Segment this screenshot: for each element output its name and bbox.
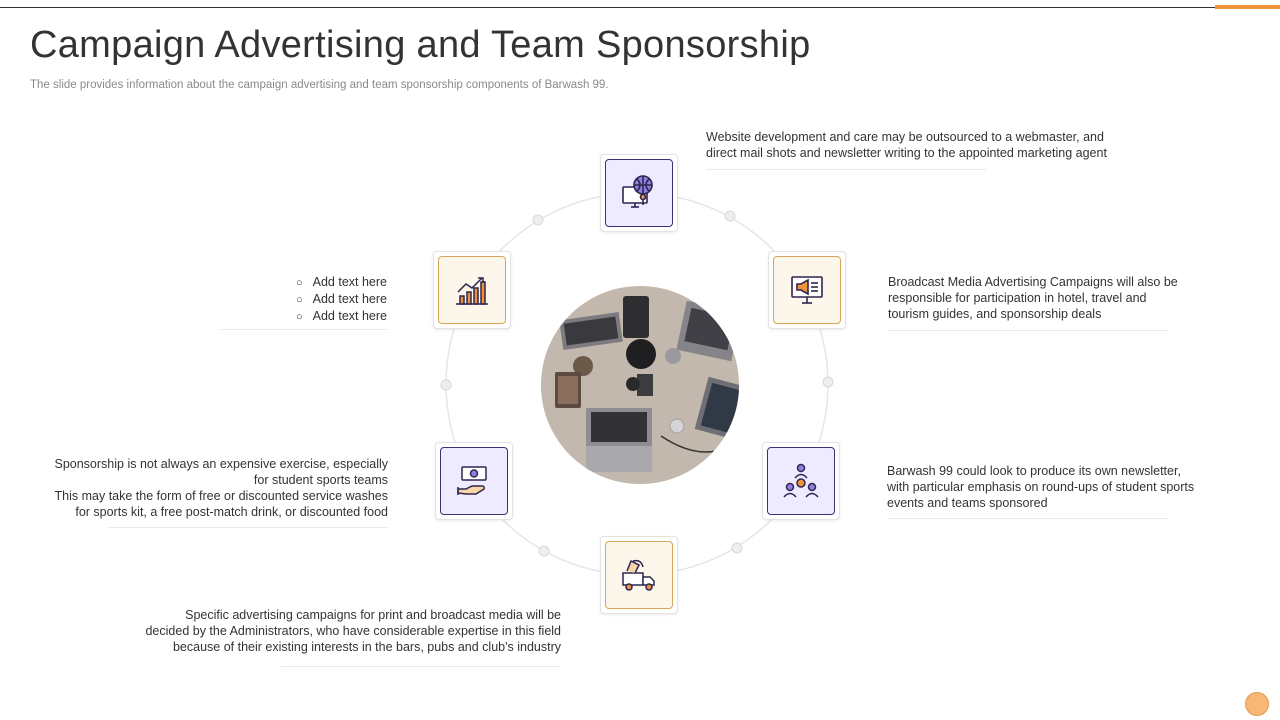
top-accent-bar (1215, 5, 1280, 9)
ring-dot (731, 542, 743, 554)
node-lower-right (762, 442, 840, 520)
slide-title: Campaign Advertising and Team Sponsorshi… (30, 24, 811, 66)
globe-monitor-icon (605, 159, 673, 227)
center-photo-desk (541, 286, 739, 484)
bullet-item: Add text here (296, 274, 387, 291)
ring-dot (724, 210, 736, 222)
monitor-megaphone-icon (773, 256, 841, 324)
divider (706, 169, 986, 170)
node-top (600, 154, 678, 232)
promo-truck-icon (605, 541, 673, 609)
bullet-item: Add text here (296, 291, 387, 308)
ring-dot (538, 545, 550, 557)
divider (281, 666, 561, 667)
text-top: Website development and care may be outs… (706, 130, 1107, 160)
divider (887, 518, 1167, 519)
node-lower-left (435, 442, 513, 520)
corner-circle-decoration (1245, 692, 1269, 716)
divider (888, 330, 1168, 331)
ring-dot (532, 214, 544, 226)
slide-subtitle: The slide provides information about the… (30, 79, 609, 91)
hand-cash-icon (440, 447, 508, 515)
ring-dot (822, 376, 834, 388)
bar-chart-growth-icon (438, 256, 506, 324)
text-lower-left: Sponsorship is not always an expensive e… (54, 457, 388, 519)
divider (108, 527, 388, 528)
team-money-icon (767, 447, 835, 515)
node-upper-right (768, 251, 846, 329)
top-rule (0, 7, 1215, 8)
text-upper-left: Add text here Add text here Add text her… (296, 274, 387, 325)
bullet-item: Add text here (296, 308, 387, 325)
text-lower-right: Barwash 99 could look to produce its own… (887, 464, 1195, 510)
node-upper-left (433, 251, 511, 329)
text-bottom: Specific advertising campaigns for print… (145, 608, 561, 654)
divider (220, 329, 387, 330)
text-upper-right: Broadcast Media Advertising Campaigns wi… (888, 275, 1178, 321)
node-bottom (600, 536, 678, 614)
ring-dot (440, 379, 452, 391)
